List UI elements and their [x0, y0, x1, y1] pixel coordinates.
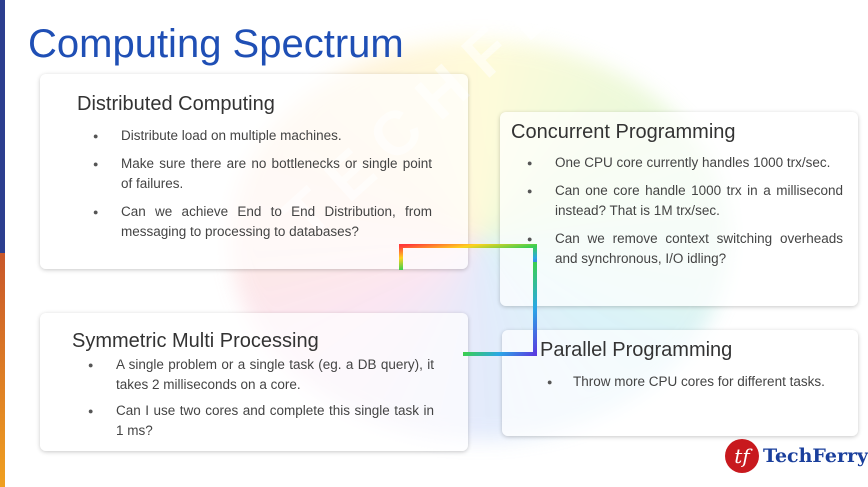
- techferry-logo-text: TechFerry: [763, 445, 868, 467]
- list-item: Throw more CPU cores for different tasks…: [547, 372, 829, 392]
- symmetric-multi-processing-list: A single problem or a single task (eg. a…: [88, 355, 434, 447]
- concurrent-programming-heading: Concurrent Programming: [511, 121, 736, 143]
- list-item: Make sure there are no bottlenecks or si…: [93, 154, 432, 194]
- list-item: Can we achieve End to End Distribution, …: [93, 202, 432, 242]
- parallel-programming-list: Throw more CPU cores for different tasks…: [547, 372, 829, 392]
- techferry-logo-mark: tf: [725, 439, 759, 473]
- list-item: Can I use two cores and complete this si…: [88, 401, 434, 441]
- symmetric-multi-processing-box: Symmetric Multi Processing A single prob…: [40, 313, 468, 451]
- parallel-programming-heading: Parallel Programming: [540, 339, 733, 361]
- concurrent-programming-box: Concurrent Programming One CPU core curr…: [500, 112, 858, 306]
- connector-line-upper: [399, 244, 537, 270]
- spectrum-connector-lines: [399, 244, 537, 356]
- concurrent-programming-list: One CPU core currently handles 1000 trx/…: [527, 153, 843, 277]
- list-item: Can we remove context switching overhead…: [527, 229, 843, 269]
- parallel-programming-box: Parallel Programming Throw more CPU core…: [502, 330, 858, 436]
- slide-title: Computing Spectrum: [28, 22, 404, 66]
- distributed-computing-box: Distributed Computing Distribute load on…: [40, 74, 468, 269]
- list-item: One CPU core currently handles 1000 trx/…: [527, 153, 843, 173]
- distributed-computing-heading: Distributed Computing: [77, 93, 275, 115]
- list-item: Can one core handle 1000 trx in a millis…: [527, 181, 843, 221]
- left-accent-stripe: [0, 0, 5, 487]
- symmetric-multi-processing-heading: Symmetric Multi Processing: [72, 330, 319, 352]
- list-item: Distribute load on multiple machines.: [93, 126, 432, 146]
- connector-line-lower: [463, 262, 537, 356]
- techferry-logo: tf TechFerry: [725, 438, 868, 474]
- list-item: A single problem or a single task (eg. a…: [88, 355, 434, 395]
- distributed-computing-list: Distribute load on multiple machines. Ma…: [93, 126, 432, 250]
